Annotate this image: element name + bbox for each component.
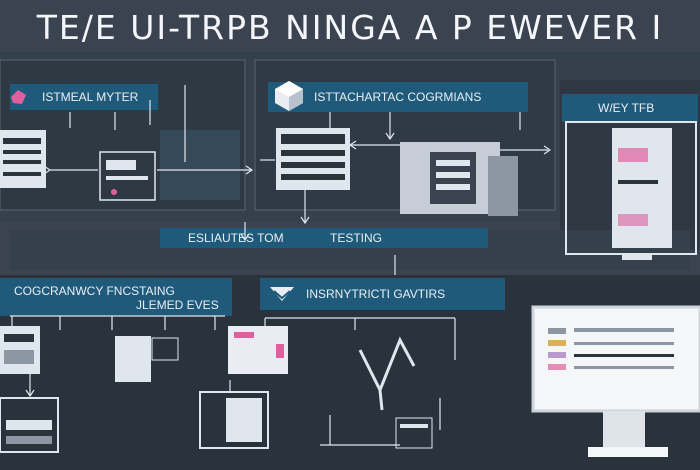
banner-middle: ESLIAUTES TOM TESTING <box>160 228 488 248</box>
banner-bottom-center-label: INSRNYTRICTI GAVTIRS <box>306 287 446 301</box>
page-title: TE/E UI-TRPB NINGA A P EWEVER I <box>36 8 664 47</box>
phone-icon <box>228 326 288 374</box>
banner-bottom-center: INSRNYTRICTI GAVTIRS <box>260 278 505 310</box>
cabinet-icon <box>400 142 518 216</box>
banner-top-right: W/EY TFB <box>562 94 698 122</box>
cabinet-bottom-icon <box>199 391 269 449</box>
desktop-monitor-icon <box>531 305 700 457</box>
robot-arm-icon <box>358 336 416 411</box>
banner-bottom-left: COGCRANWCY FNCSTAING JLEMED EVES <box>0 278 232 316</box>
keyboard-icon <box>395 417 433 449</box>
printer-icon <box>0 397 59 453</box>
banner-middle-label: ESLIAUTES TOM <box>188 231 284 245</box>
banner-top-right-label: W/EY TFB <box>598 101 655 115</box>
tablet-bottom-icon <box>115 336 179 382</box>
banner-bottom-left-label: COGCRANWCY FNCSTAING <box>14 284 175 298</box>
tablet-icon <box>99 151 156 201</box>
cube-icon <box>275 81 303 111</box>
banner-middle-testing: TESTING <box>330 231 383 245</box>
pink-gem-icon <box>11 90 26 104</box>
right-monitor-icon <box>565 121 697 260</box>
document-screen-icon <box>0 130 46 188</box>
banner-top-left: ISTMEAL MYTER <box>10 84 158 110</box>
banner-top-center-label: ISTTACHARTAC COGRMIANS <box>314 90 482 104</box>
banner-top-left-label: ISTMEAL MYTER <box>42 90 139 104</box>
banner-bottom-left-sublabel: JLEMED EVES <box>136 298 219 312</box>
laptop-icon <box>0 326 40 374</box>
chevron-badge-icon <box>270 287 294 301</box>
banner-top-center: ISTTACHARTAC COGRMIANS <box>268 81 528 112</box>
server-rack-icon <box>276 128 350 190</box>
